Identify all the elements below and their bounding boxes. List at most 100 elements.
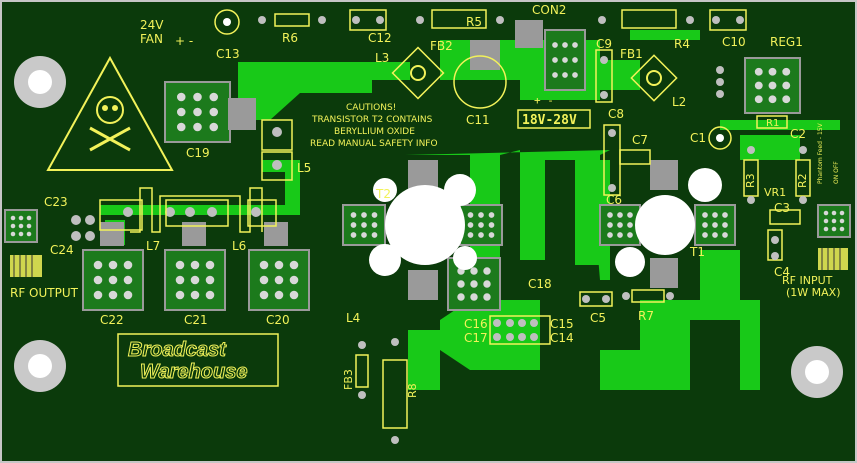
- via-hole: [782, 67, 791, 76]
- via-hole: [93, 260, 103, 270]
- mounting-hole-bottom-left: [14, 340, 66, 392]
- pad-t1-left: [599, 204, 641, 246]
- label-c13: C13: [216, 47, 240, 61]
- label-rf-input-2: (1W MAX): [786, 286, 841, 299]
- side-vertical-1: Phantom Feed - 15V: [817, 122, 824, 184]
- via-hole: [839, 218, 845, 224]
- via-hole: [839, 210, 845, 216]
- caution-line-1: CAUTIONS!: [346, 103, 396, 113]
- mounting-hole-bottom-right: [791, 346, 843, 398]
- logo-line-2: Warehouse: [140, 361, 247, 383]
- via-hole: [209, 122, 219, 132]
- pad-t2-left: [342, 204, 386, 246]
- caution-line-2: TRANSISTOR T2 CONTAINS: [311, 115, 433, 125]
- via-hole: [123, 260, 133, 270]
- via-hole: [176, 92, 186, 102]
- via-hole: [617, 232, 623, 238]
- supply-voltage-box: [517, 109, 591, 129]
- via-hole: [108, 290, 118, 300]
- label-l5: L5: [297, 161, 311, 175]
- label-r5: R5: [466, 15, 482, 29]
- via-hole: [350, 222, 357, 228]
- label-c21: C21: [184, 313, 208, 327]
- hazard-warning-icon: [46, 55, 174, 171]
- label-c5: C5: [590, 311, 606, 325]
- via-hole: [702, 232, 708, 238]
- via-hole: [483, 293, 491, 301]
- via-hole: [702, 222, 708, 228]
- via-hole: [10, 231, 16, 237]
- via-hole: [754, 67, 763, 76]
- via-hole: [478, 222, 484, 228]
- via-hole: [371, 222, 378, 228]
- via-hole: [722, 212, 728, 218]
- label-c1: C1: [690, 131, 706, 145]
- via-hole: [289, 260, 299, 270]
- supply-polarity: + -: [534, 94, 554, 107]
- transistor-t2-body: [369, 174, 477, 276]
- via-hole: [175, 275, 185, 285]
- via-hole: [488, 222, 495, 228]
- pad-rf-in-block: [817, 204, 851, 238]
- label-c14: C14: [550, 331, 574, 345]
- via-hole: [470, 267, 478, 275]
- via-hole: [483, 280, 491, 288]
- pad-con2: [544, 29, 586, 91]
- via-hole: [839, 226, 845, 232]
- via-hole: [205, 275, 215, 285]
- via-hole: [483, 267, 491, 275]
- via-hole: [289, 275, 299, 285]
- label-r8: R8: [406, 383, 419, 398]
- via-hole: [259, 290, 269, 300]
- via-hole: [768, 67, 777, 76]
- via-hole: [467, 232, 474, 238]
- label-l7: L7: [146, 239, 160, 253]
- via-hole: [478, 212, 484, 218]
- via-hole: [274, 275, 284, 285]
- label-r7: R7: [638, 309, 654, 323]
- via-hole: [712, 212, 718, 218]
- label-l6: L6: [232, 239, 246, 253]
- label-c23: C23: [44, 195, 68, 209]
- label-vr1: VR1: [764, 186, 786, 199]
- via-hole: [754, 95, 763, 104]
- via-hole: [176, 122, 186, 132]
- via-hole: [209, 107, 219, 117]
- inductor-l2: [630, 54, 678, 102]
- label-fb2: FB2: [430, 39, 453, 53]
- label-r4: R4: [674, 37, 690, 51]
- pad-t1-right: [694, 204, 736, 246]
- via-hole: [823, 210, 829, 216]
- via-hole: [722, 232, 728, 238]
- via-hole: [627, 222, 633, 228]
- inductor-l3: [391, 46, 445, 100]
- caution-line-3: BERYLLIUM OXIDE: [334, 127, 415, 137]
- pad-t2-right: [459, 204, 503, 246]
- via-hole: [259, 260, 269, 270]
- via-hole: [823, 218, 829, 224]
- smd-component-bodies: [100, 20, 678, 300]
- via-hole: [193, 122, 202, 132]
- transistor-t1-body: [615, 168, 722, 277]
- label-c6: C6: [606, 193, 622, 207]
- via-hole: [768, 81, 777, 90]
- via-hole: [26, 231, 32, 237]
- through-hole-pads: [71, 16, 807, 444]
- via-hole: [712, 222, 718, 228]
- via-hole: [457, 280, 465, 288]
- via-hole: [361, 232, 367, 238]
- via-hole: [205, 260, 215, 270]
- pad-c20: [248, 249, 310, 311]
- via-hole: [289, 290, 299, 300]
- label-c4: C4: [774, 265, 790, 279]
- rf-input-connector: [818, 248, 848, 270]
- via-hole: [722, 222, 728, 228]
- via-hole: [26, 215, 32, 221]
- via-hole: [562, 42, 568, 48]
- via-hole: [617, 212, 623, 218]
- via-hole: [274, 260, 284, 270]
- via-hole: [18, 223, 24, 229]
- rf-output-connector: [10, 255, 42, 277]
- via-hole: [108, 260, 118, 270]
